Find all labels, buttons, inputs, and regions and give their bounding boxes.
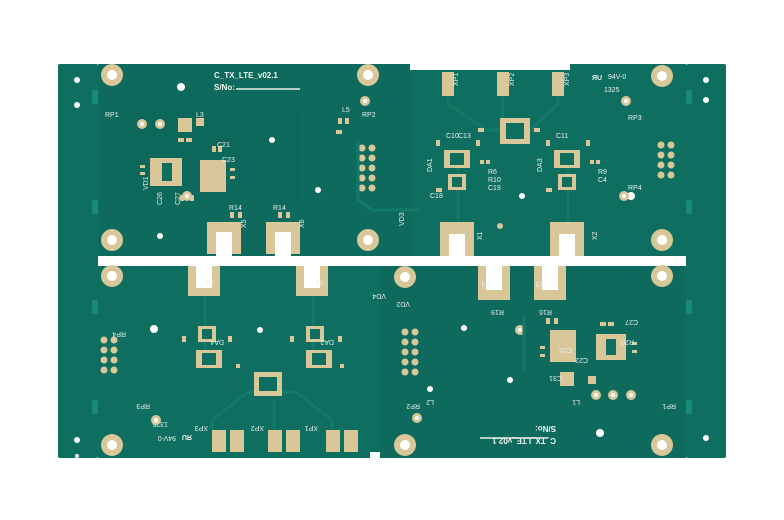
- label-x2-top: X2: [592, 231, 599, 240]
- label-rp1-bottom: RP1: [662, 402, 676, 409]
- top-board: C_TX_LTE_v02.1 S/No: ЯU 94V-0 1325 RP1 R…: [98, 64, 686, 256]
- label-vd1-top: VD1: [143, 176, 150, 190]
- svg-text:ЯU: ЯU: [592, 75, 602, 82]
- label-l3-top: L3: [196, 112, 204, 119]
- label-xp3-top: XP3: [564, 73, 571, 86]
- label-r16-bottom: R16: [539, 308, 552, 315]
- label-da4-bottom: DA4: [210, 338, 224, 345]
- label-vd4-bottom: VD4: [372, 292, 386, 299]
- label-da2-bottom: DA2: [320, 338, 334, 345]
- label-r14a-top: R14: [229, 205, 242, 212]
- label-xp2-top: XP2: [509, 73, 516, 86]
- top-board-title: C_TX_LTE_v02.1: [214, 71, 278, 80]
- label-c27-top: C27: [175, 192, 182, 205]
- label-x5-top: X5: [241, 219, 248, 228]
- label-rp3-bottom: RP3: [136, 402, 150, 409]
- label-r6-top: R6: [488, 169, 497, 176]
- left-rail: [58, 64, 98, 458]
- label-x3-bottom: X3: [535, 280, 544, 287]
- date-code-top: 1325: [604, 87, 620, 94]
- label-rp4-top: RP4: [628, 185, 642, 192]
- top-board-sn: S/No:: [214, 83, 235, 92]
- label-c19-top: C19: [488, 185, 501, 192]
- label-rp3-top: RP3: [628, 115, 642, 122]
- label-rp4-bottom: RP4: [112, 330, 126, 337]
- label-vd3-top: VD3: [399, 212, 406, 226]
- label-l5-top: L5: [342, 107, 350, 114]
- label-c27-bottom: C27: [625, 318, 638, 325]
- label-r20-bottom: R20: [621, 338, 634, 345]
- label-xp2-bottom: XP2: [251, 424, 264, 431]
- label-c18-top: C18: [430, 193, 443, 200]
- label-rp2-top: RP2: [362, 112, 376, 119]
- label-x6-top: X6: [299, 219, 306, 228]
- bottom-board-sn: S/No:: [535, 424, 556, 433]
- ul-rating-top: 94V-0: [608, 74, 626, 81]
- label-r14b-top: R14: [273, 205, 286, 212]
- ul-rating-bottom: 94V-0: [158, 434, 176, 441]
- label-xp1-bottom: XP1: [305, 424, 318, 431]
- rail-holes: [74, 77, 709, 458]
- ul-logo-top: ЯU 94V-0: [592, 74, 626, 82]
- label-c10-top: C10: [446, 133, 459, 140]
- label-rp1-top: RP1: [105, 112, 119, 119]
- label-c4-top: C4: [598, 177, 607, 184]
- label-x1-bottom: X1: [315, 278, 324, 285]
- label-c13-top: C13: [458, 133, 471, 140]
- label-xp3-bottom: XP3: [195, 424, 208, 431]
- label-c23-top: C23: [222, 157, 235, 164]
- label-r10-top: R10: [488, 177, 501, 184]
- label-da1-top: DA1: [427, 158, 434, 172]
- ul-logo-bottom: ЯU: [182, 433, 192, 440]
- label-vd2-bottom: VD2: [396, 300, 410, 307]
- label-c25-bottom: C25: [559, 346, 572, 353]
- label-x2-bottom: X2: [205, 278, 214, 285]
- rail-tabs: [92, 90, 692, 414]
- date-code-bottom: 1325: [152, 420, 168, 427]
- bottom-board-title: C_TX_LTE_v02.1: [492, 436, 556, 445]
- label-l2-bottom: L2: [426, 398, 434, 405]
- label-c22-bottom: C22: [575, 356, 588, 363]
- label-xp1-top: XP1: [453, 73, 460, 86]
- right-rail: [686, 64, 726, 458]
- label-x4-bottom: X4: [481, 280, 490, 287]
- label-r9-top: R9: [598, 169, 607, 176]
- label-r19-bottom: R19: [491, 308, 504, 315]
- label-x1-top: X1: [477, 231, 484, 240]
- label-rp2-bottom: RP2: [406, 402, 420, 409]
- label-c11-top: C11: [556, 133, 568, 140]
- label-c21-top: C21: [217, 142, 230, 149]
- label-da3-top: DA3: [537, 158, 544, 172]
- label-l1-bottom: L1: [572, 398, 580, 405]
- label-c26-top: C26: [157, 192, 164, 205]
- bottom-board: C_TX_LTE_v02.1 S/No: ЯU 94V-0 1325 RP1 R…: [98, 265, 686, 458]
- label-c31-bottom: C31: [549, 374, 562, 381]
